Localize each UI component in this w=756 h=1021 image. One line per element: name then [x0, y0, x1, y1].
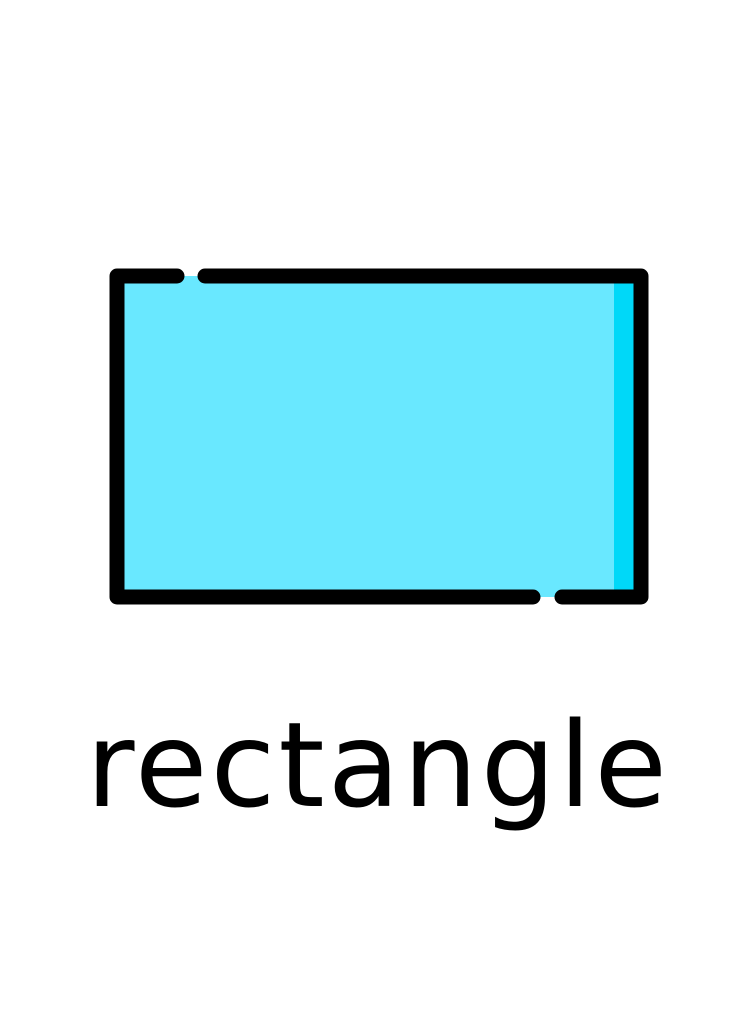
rectangle-fill	[117, 276, 641, 597]
shape-label: rectangle	[85, 696, 671, 834]
rectangle-outline	[109, 268, 649, 605]
